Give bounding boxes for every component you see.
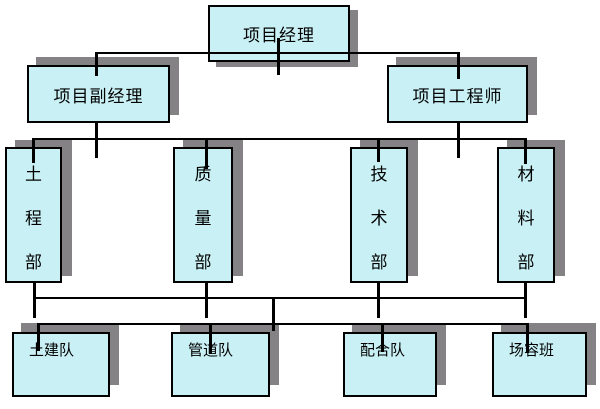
org-node-deputy-project-manager: 项目副经理 [27, 65, 170, 123]
connector-stub-materials-dept-bottom [524, 283, 527, 318]
connector-stub-materials-dept-top [524, 138, 527, 164]
org-node-technology-dept: 技术部 [350, 147, 408, 283]
org-node-materials-dept: 材料部 [497, 147, 555, 283]
org-node-label: 材料部 [517, 165, 535, 272]
connector-stub-quality-dept-bottom [205, 283, 208, 318]
connector-stub-civil-engineering-dept-top [32, 138, 35, 163]
org-node-quality-dept: 质量部 [173, 147, 233, 283]
connector-stub-pipeline-team [209, 323, 212, 354]
org-node-label: 项目副经理 [53, 86, 144, 106]
org-node-civil-construction-team: 土建队 [12, 332, 110, 397]
connector-stub-coordination-team [381, 323, 384, 352]
org-node-civil-engineering-dept: 土程部 [5, 147, 62, 283]
connector-stub-site-appearance-team [526, 323, 529, 353]
org-node-label: 管道队 [173, 334, 268, 360]
org-node-label: 项目经理 [243, 26, 315, 45]
connector-rail-level3-bottom [34, 297, 526, 299]
org-node-label: 土建队 [29, 342, 75, 359]
org-node-label: 技术部 [370, 165, 388, 272]
connector-stub-technology-dept-bottom [377, 283, 380, 318]
connector-stub-center-drop [272, 297, 275, 331]
connector-stub-project-manager [277, 38, 280, 75]
connector-stub-technology-dept-top [377, 138, 380, 162]
connector-rail-level4-top [38, 323, 528, 325]
org-node-label: 配合队 [345, 334, 435, 360]
connector-stub-engineer-top [457, 52, 460, 79]
org-node-label: 质量部 [194, 165, 212, 272]
connector-stub-engineer-bottom [457, 123, 460, 158]
connector-stub-quality-dept-top [205, 138, 208, 169]
connector-stub-civil-engineering-dept-bottom [33, 283, 36, 318]
org-node-label: 项目工程师 [412, 86, 503, 106]
org-node-label: 场容班 [509, 342, 555, 359]
org-node-label: 土程部 [25, 165, 42, 272]
connector-stub-civil-construction-team [37, 323, 40, 351]
connector-rail-level2-level3 [33, 138, 527, 140]
connector-stub-deputy-top [95, 52, 98, 76]
connector-stub-deputy-bottom [95, 123, 98, 158]
org-node-site-appearance-team: 场容班 [492, 332, 587, 397]
org-node-coordination-team: 配合队 [343, 332, 437, 397]
org-node-pipeline-team: 管道队 [171, 332, 270, 397]
